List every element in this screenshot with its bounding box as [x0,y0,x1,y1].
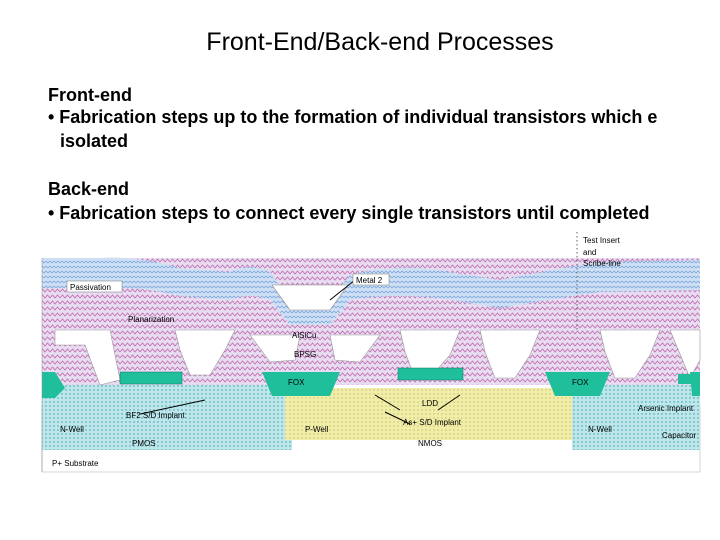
capacitor-label: Capacitor [662,431,697,440]
as-sd-implant-label: As+ S/D Implant [403,418,462,427]
pmos-gate [119,371,183,385]
planarization-label: Planarization [128,315,174,324]
back-end-bullet: • Fabrication steps to connect every sin… [48,203,650,223]
front-end-bullet-line1: • Fabrication steps up to the formation … [48,107,658,127]
n-well-right-label: N-Well [588,425,612,434]
front-end-heading: Front-end [48,85,132,105]
capacitor-plate [678,374,700,384]
metal2-plug [271,284,349,311]
test-insert-label: Test Insert [583,236,621,245]
bf2-implant-label: BF2 S/D Implant [126,411,185,420]
back-end-heading: Back-end [48,179,130,199]
fox-left-region [42,372,65,398]
pmos-label: PMOS [132,439,156,448]
metal1-interconnects [54,329,701,386]
alsicu-label: AlSiCu [292,331,316,340]
fox-left-label: FOX [288,378,305,387]
bpsg-label: BPSG [294,350,316,359]
fox-center-region [262,372,340,396]
test-insert-and-label: and [583,248,596,257]
nmos-label: NMOS [418,439,442,448]
arsenic-implant-label: Arsenic Implant [638,404,694,413]
fox-right-label: FOX [572,378,589,387]
fox-right-region [545,372,610,396]
n-well-left-label: N-Well [60,425,84,434]
p-well-label: P-Well [305,425,329,434]
leader-lines [139,279,461,425]
passivation-label: Passivation [70,283,111,292]
scribe-line-label: Scribe-line [583,259,621,268]
front-end-bullet-line2: isolated [60,131,129,151]
p-substrate-label: P+ Substrate [52,459,99,468]
ldd-label: LDD [422,399,438,408]
slide-title: Front-End/Back-end Processes [206,28,554,56]
nmos-gate [397,367,464,381]
metal2-label: Metal 2 [356,276,383,285]
